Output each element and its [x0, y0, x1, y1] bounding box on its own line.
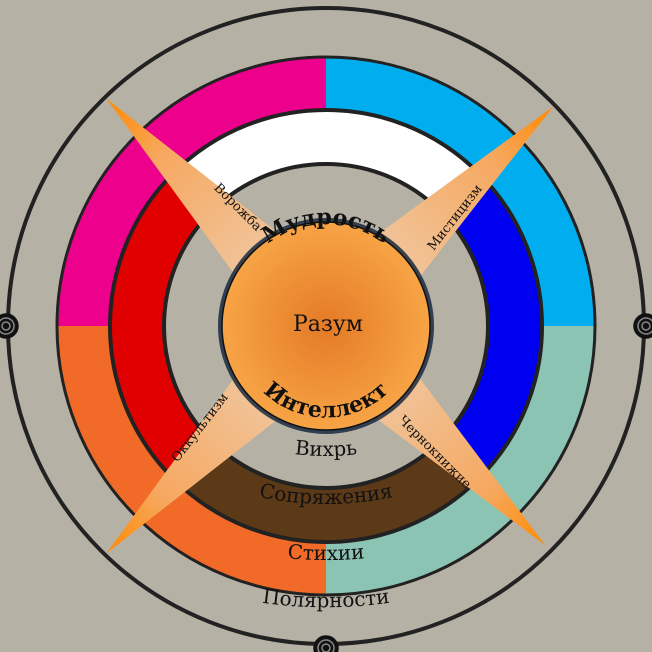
outer-band-border	[55, 55, 597, 597]
outer-quadrant-top-right	[326, 58, 594, 326]
inner-segment-top	[173, 110, 479, 212]
ring-label-vikhr: Вихрь	[294, 435, 358, 461]
inner-band-outer-border	[108, 108, 544, 544]
center-title: Разум	[293, 312, 363, 337]
marker-right	[633, 313, 652, 339]
marker-bottom	[313, 635, 339, 652]
inner-segment-bottom	[173, 440, 479, 542]
outer-quadrant-bottom-right	[326, 326, 594, 594]
center-circle	[221, 221, 431, 431]
ring-label-stikhii: Стихии	[287, 539, 365, 565]
outer-quadrant-top-left	[58, 58, 326, 326]
marker-left	[0, 313, 19, 339]
inner-segment-right	[440, 173, 542, 479]
ring-label-sopryazheniya: Сопряжения	[258, 478, 395, 509]
inner-segment-left	[110, 173, 212, 479]
ring-label-polyarnosti: Полярности	[261, 584, 391, 612]
inner-band-inner-border	[162, 162, 490, 490]
outer-quadrant-bottom-left	[58, 326, 326, 594]
